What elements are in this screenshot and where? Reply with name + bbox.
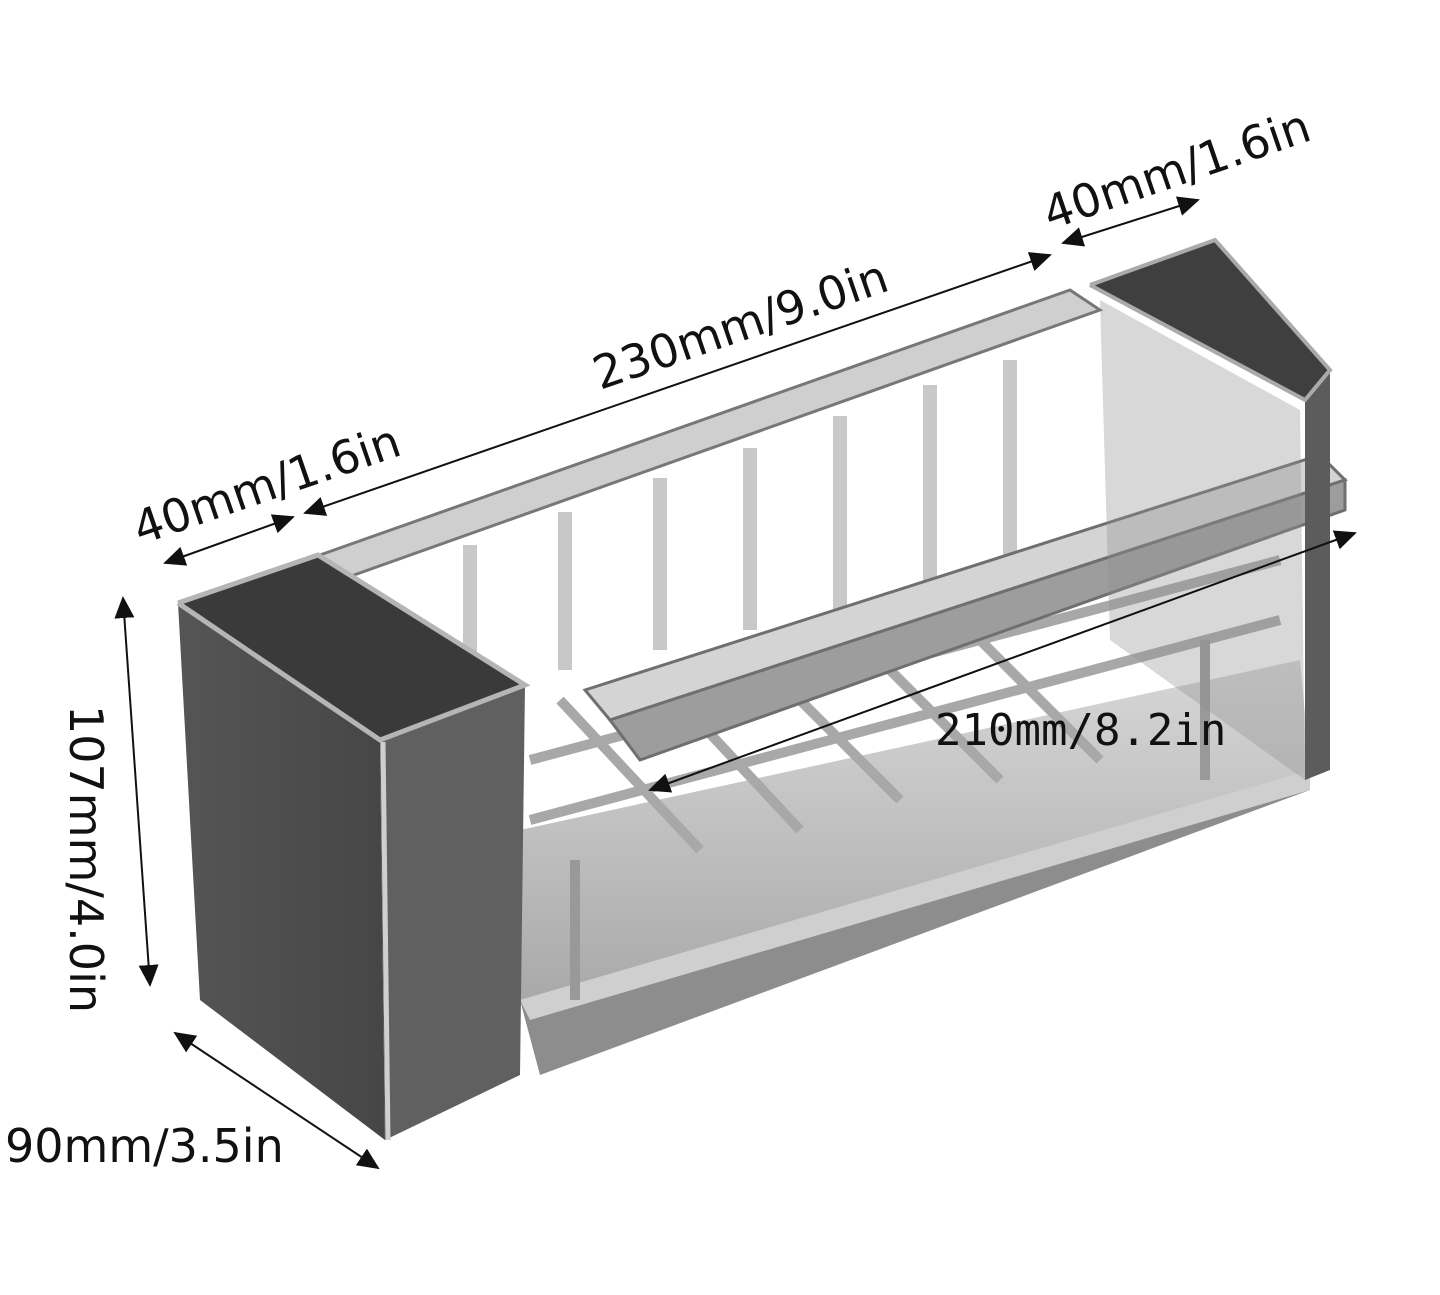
left-cup-width-label: 40mm/1.6in (126, 414, 407, 556)
dimension-lines (114, 196, 1357, 1170)
height-label: 107mm/4.0in (59, 705, 113, 1013)
depth-label: 90mm/3.5in (5, 1119, 284, 1173)
inner-length-label: 210mm/8.2in (935, 705, 1226, 756)
left-cup (176, 552, 531, 1141)
right-cup-width-label: 40mm/1.6in (1036, 99, 1317, 241)
